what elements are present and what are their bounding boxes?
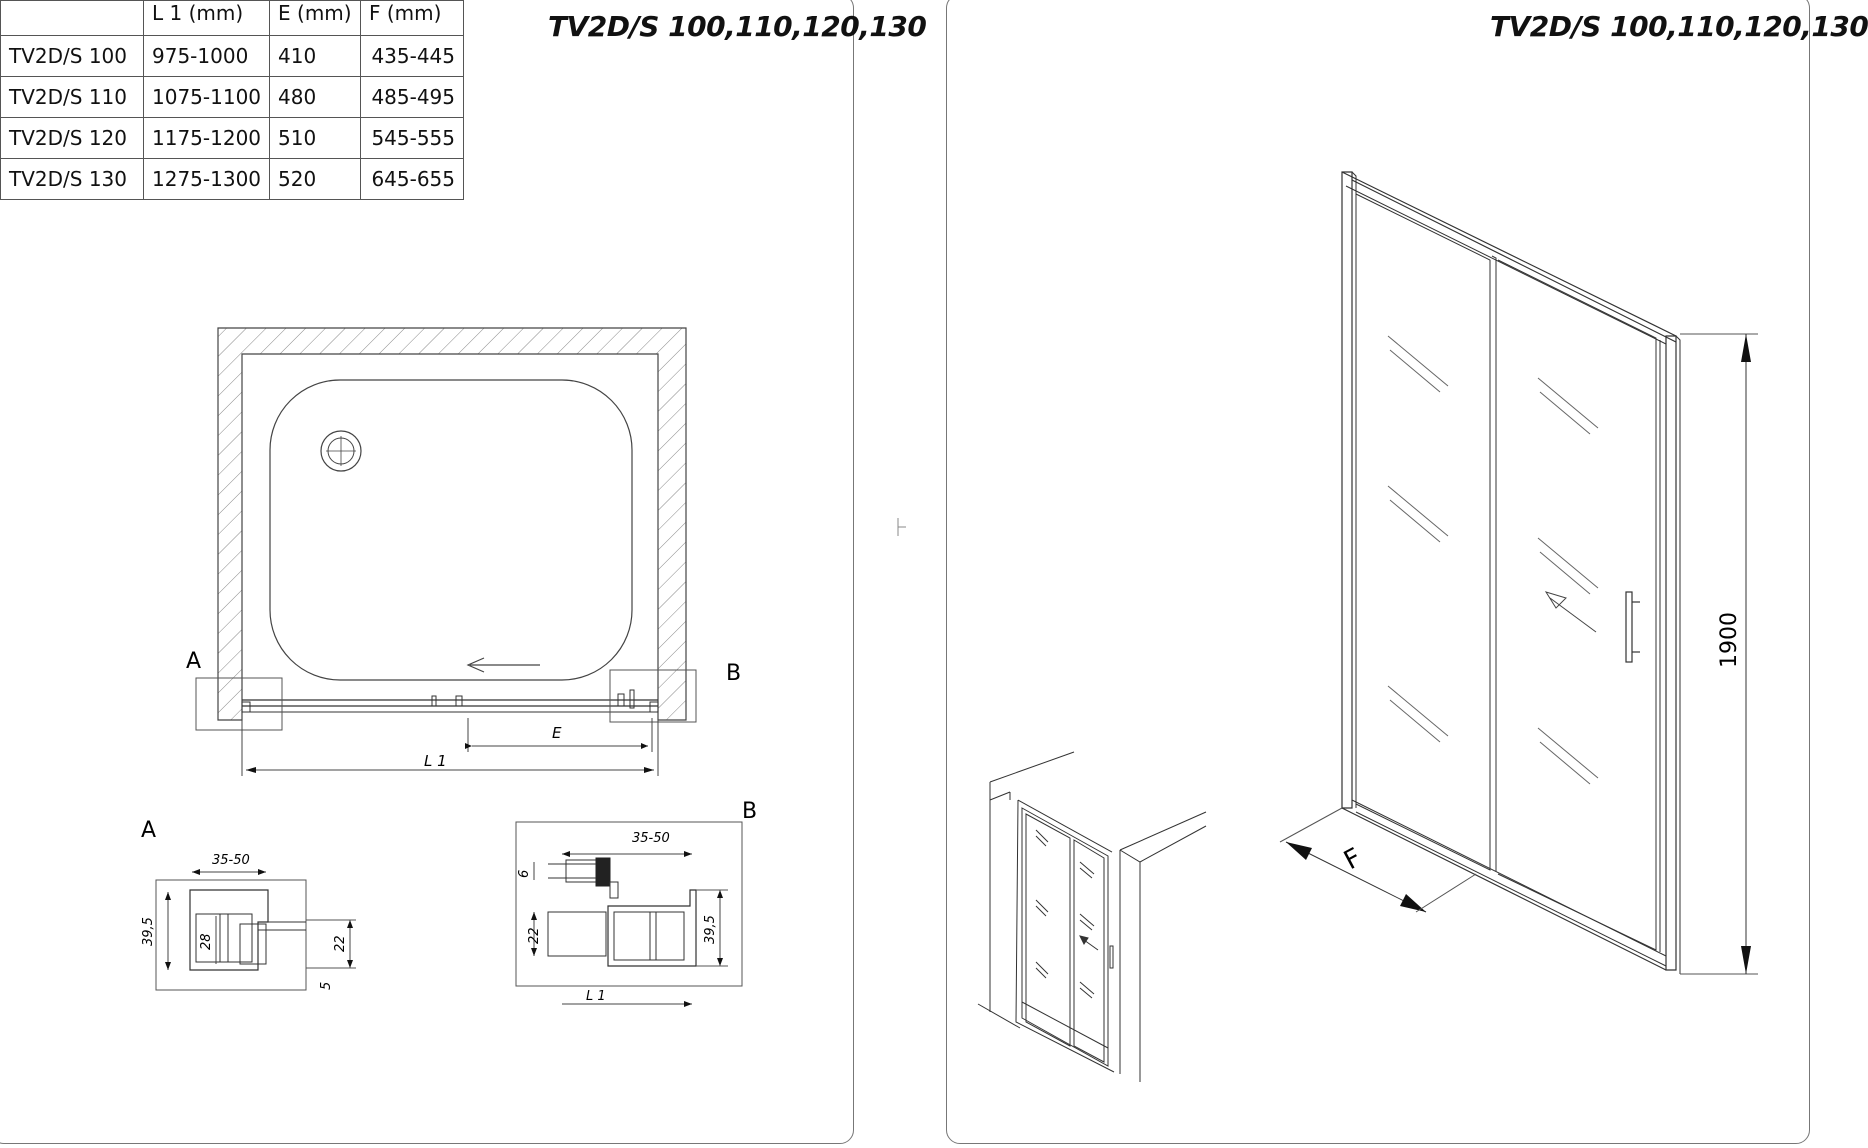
cell-l1: 1275-1300 [142, 158, 271, 200]
door-handle-icon [1625, 591, 1640, 663]
sheet-title-right: TV2D/S 100,110,120,130 [1490, 10, 1868, 43]
glass-reflection-marks [1387, 335, 1599, 785]
detail-a: A 35-50 39,5 28 22 5 [141, 818, 356, 991]
detail-a-height-inner: 28 [199, 933, 214, 950]
detail-b-height-total: 39,5 [703, 915, 718, 944]
plan-view: A B E L 1 [186, 327, 741, 776]
detail-b-callout-box [609, 669, 697, 723]
table-row: TV2D/S 130 1275-1300 520 645-655 [0, 158, 465, 200]
detail-b-top-dim: 6 [517, 870, 532, 878]
detail-a-label: A [141, 818, 156, 843]
detail-a-callout-box [195, 677, 283, 731]
cell-f: 435-445 [360, 35, 465, 77]
dimension-l1: L 1 [241, 720, 659, 776]
slide-direction-arrow-icon [466, 657, 540, 673]
iso-height-label: 1900 [1717, 612, 1742, 668]
cell-f: 485-495 [360, 76, 465, 118]
cell-model: TV2D/S 100 [0, 35, 144, 77]
drain-icon [320, 430, 362, 472]
door-rail [241, 689, 659, 713]
detail-b-width: 35-50 [632, 831, 670, 846]
table-header-e: E (mm) [269, 0, 362, 36]
table-row: TV2D/S 120 1175-1200 510 545-555 [0, 117, 465, 159]
slide-direction-arrow-icon [1544, 591, 1597, 633]
detail-a-height-total: 39,5 [141, 917, 156, 946]
plan-label-a: A [186, 649, 201, 674]
dimension-e: E [465, 718, 653, 752]
table-row: TV2D/S 110 1075-1100 480 485-495 [0, 76, 465, 118]
table-header-row: L 1 (mm) E (mm) F (mm) [0, 0, 465, 36]
cell-l1: 975-1000 [142, 35, 271, 77]
cell-f: 545-555 [360, 117, 465, 159]
detail-b-length: L 1 [586, 989, 606, 1004]
dimension-e-label: E [552, 724, 562, 742]
shower-tray [269, 379, 633, 681]
technical-drawing: A B E L 1 A 35-50 [141, 171, 1758, 1082]
detail-a-offset: 5 [319, 982, 334, 990]
dimension-table: L 1 (mm) E (mm) F (mm) TV2D/S 100 975-10… [0, 0, 465, 200]
detail-b-lower-dim: 22 [527, 927, 542, 944]
cell-l1: 1075-1100 [142, 76, 271, 118]
detail-a-width: 35-50 [212, 853, 250, 868]
isometric-door-view [1279, 171, 1758, 975]
sheet-title-left: TV2D/S 100,110,120,130 [548, 10, 927, 43]
detail-b: B 35-50 6 22 39,5 L 1 [515, 799, 757, 1007]
wall-hatching [217, 327, 687, 721]
detail-b-label: B [742, 799, 757, 824]
installation-illustration [977, 751, 1207, 1082]
cell-f: 645-655 [360, 158, 465, 200]
cell-e: 520 [269, 158, 362, 200]
cell-model: TV2D/S 130 [0, 158, 144, 200]
cell-e: 480 [269, 76, 362, 118]
plan-label-b: B [726, 661, 741, 686]
table-row: TV2D/S 100 975-1000 410 435-445 [0, 35, 465, 77]
table-header-f: F (mm) [360, 0, 465, 36]
dimension-l1-label: L 1 [424, 752, 447, 770]
cell-model: TV2D/S 120 [0, 117, 144, 159]
detail-a-profile-height: 22 [333, 935, 348, 952]
cell-l1: 1175-1200 [142, 117, 271, 159]
